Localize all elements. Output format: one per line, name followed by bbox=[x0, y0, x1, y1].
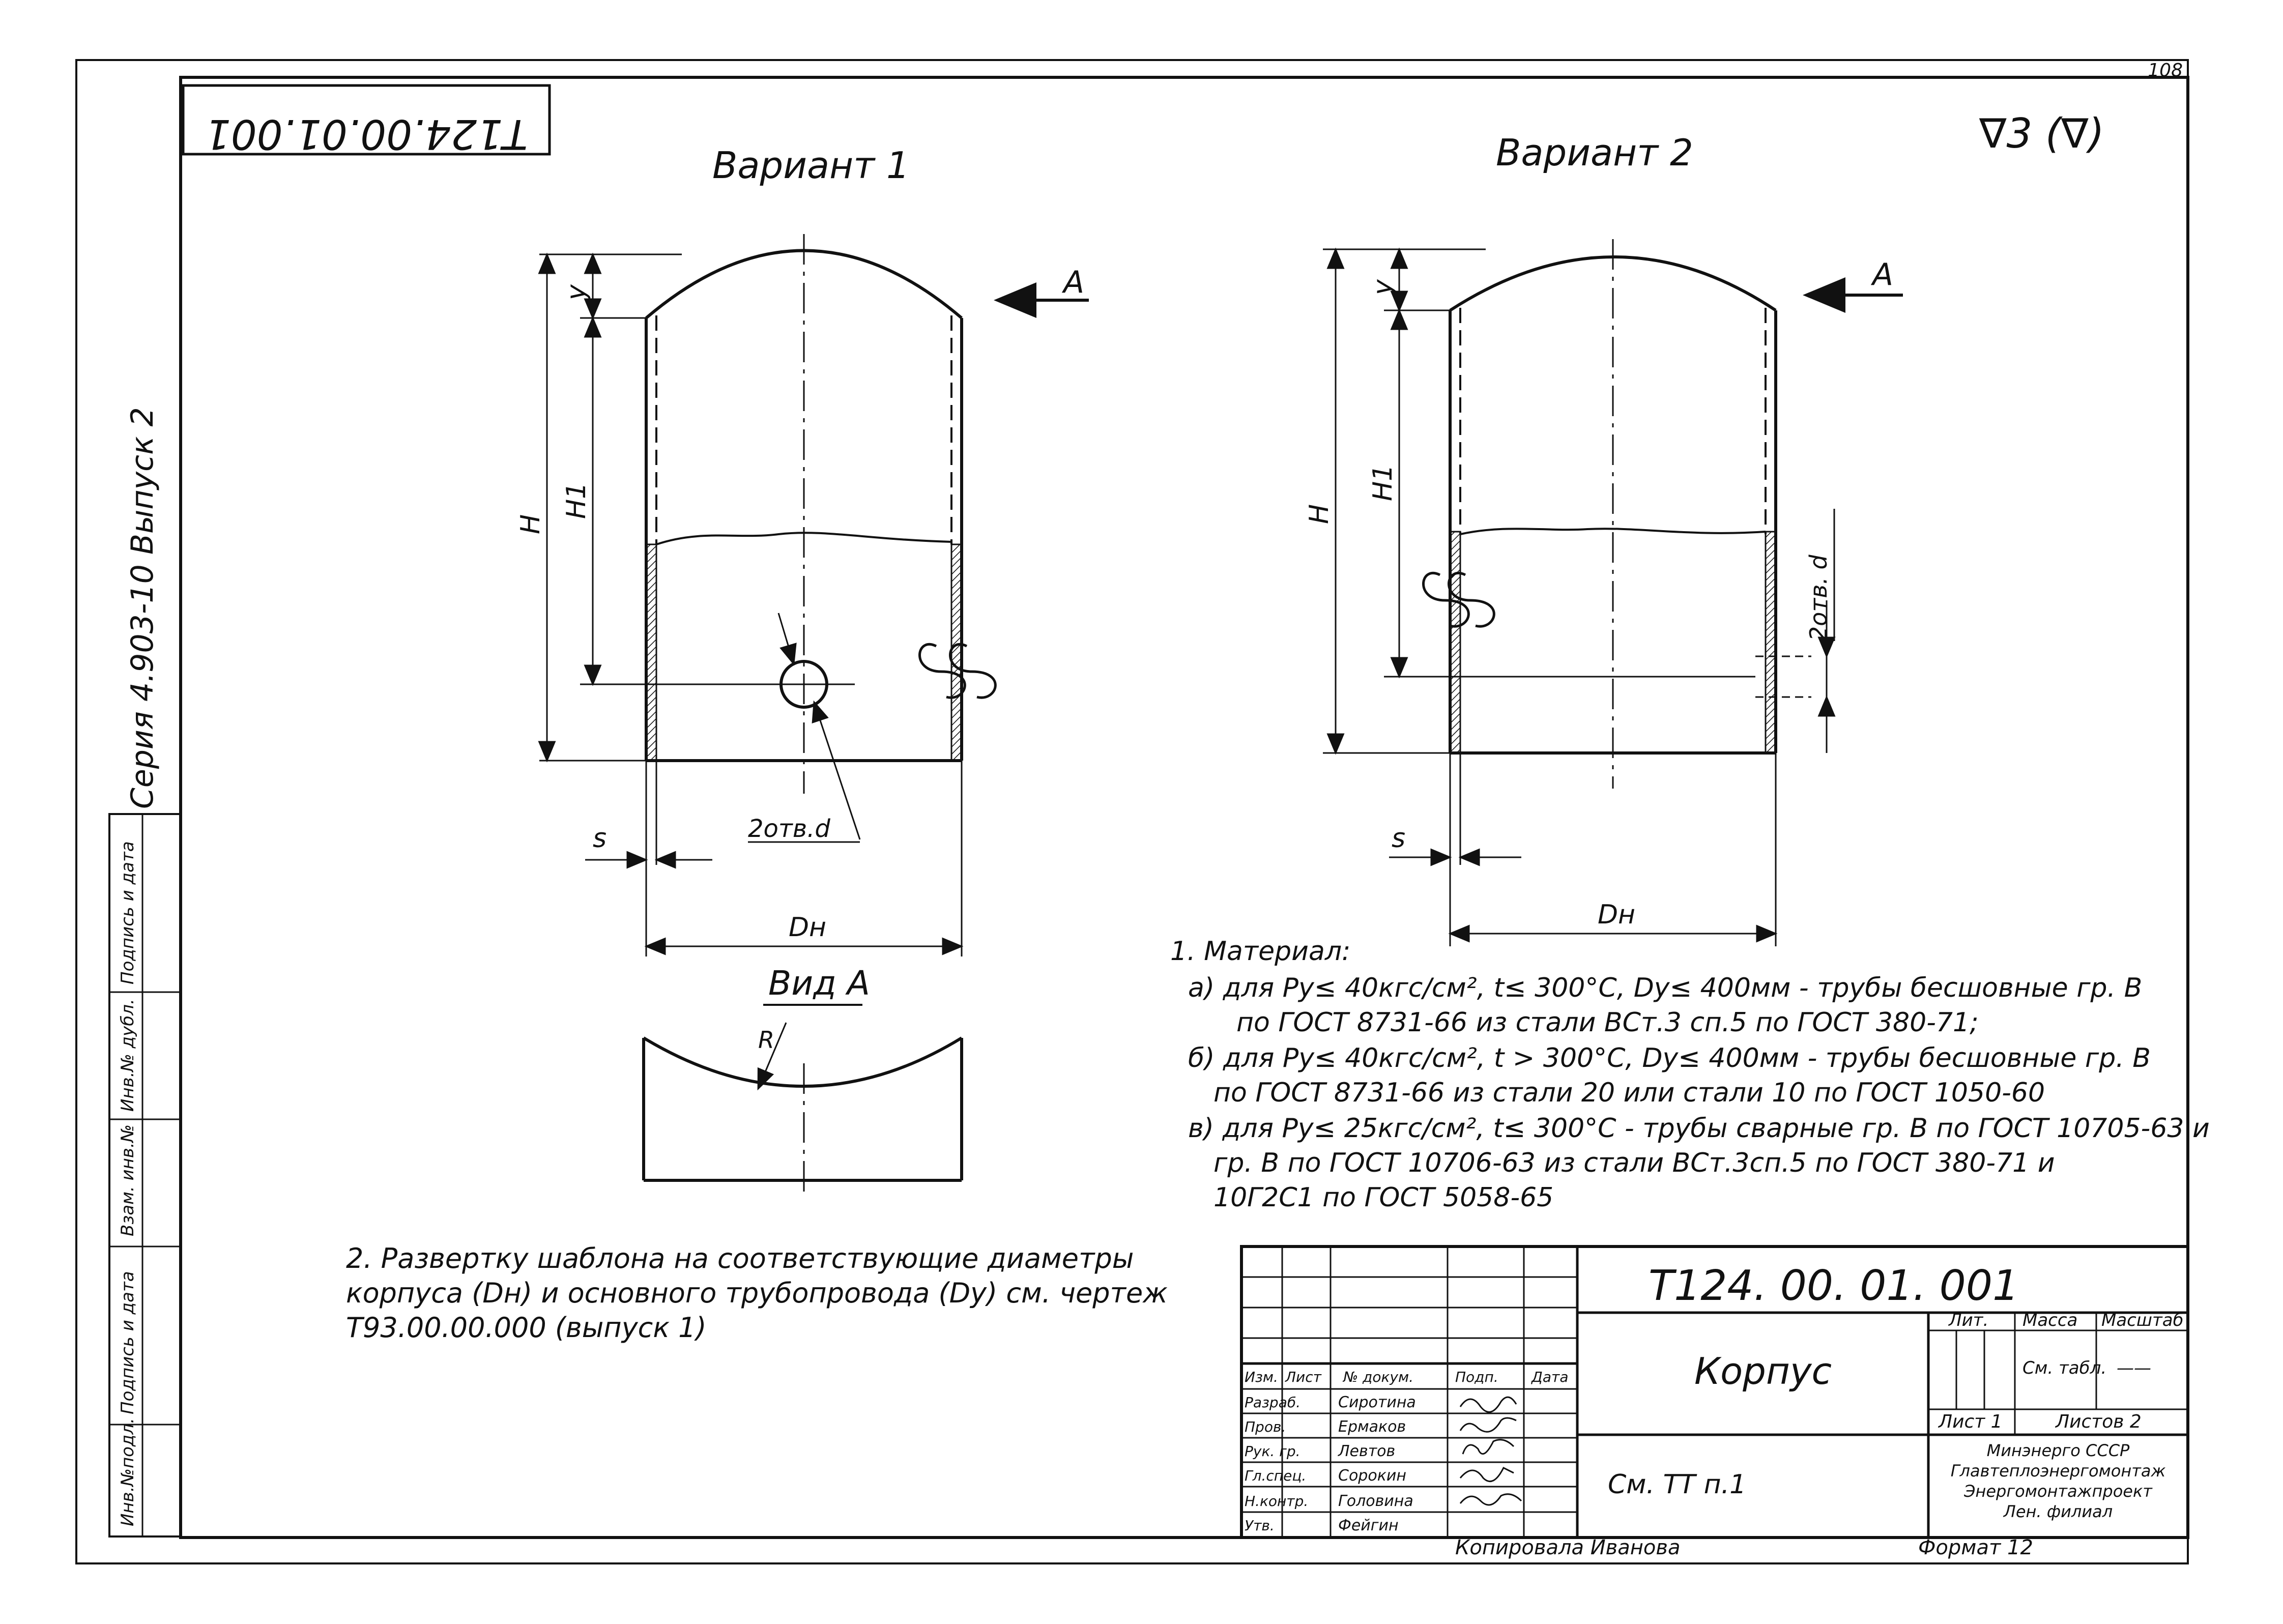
role-1: Разраб. bbox=[1245, 1394, 1301, 1411]
name-2: Ермаков bbox=[1338, 1418, 1406, 1436]
v1-dim-H1: H1 bbox=[561, 482, 592, 519]
material-note-c: в) для Py≤ 25кгс/см², t≤ 300°С - трубы с… bbox=[1188, 1113, 2210, 1144]
material-note-heading: 1. Материал: bbox=[1170, 936, 1351, 967]
reference-note: См. ТТ п.1 bbox=[1608, 1469, 1746, 1500]
name-1: Сиротина bbox=[1338, 1394, 1416, 1411]
series-label: Серия 4.903-10 Выпуск 2 bbox=[125, 407, 160, 809]
title-block-texts: Т124. 00. 01. 001 Корпус См. ТТ п.1 Лит.… bbox=[1245, 1262, 2184, 1534]
name-6: Фейгин bbox=[1338, 1517, 1399, 1534]
v1-dim-s: s bbox=[593, 823, 606, 854]
org-line-1: Минэнерго СССР bbox=[1987, 1441, 2130, 1460]
hdr-mass: Масса bbox=[2022, 1310, 2077, 1330]
doc-code: Т124. 00. 01. 001 bbox=[1649, 1262, 2019, 1310]
format-label: Формат 12 bbox=[1918, 1536, 2033, 1559]
inner-frame bbox=[179, 76, 2189, 1539]
col-sign: Подп. bbox=[1455, 1369, 1498, 1385]
variant-1-drawing: Вариант 1 H H1 y А bbox=[515, 144, 1089, 956]
v1-view-arrow-label: А bbox=[1061, 265, 1084, 300]
org-line-2: Главтеплоэнергомонтаж bbox=[1951, 1461, 2166, 1481]
sheet-label: Лист 1 bbox=[1938, 1411, 2003, 1432]
org-line-4: Лен. филиал bbox=[2003, 1502, 2113, 1521]
view-a-dim-R: R bbox=[758, 1026, 774, 1054]
template-note: 2. Развертку шаблона на соответствующие … bbox=[346, 1241, 1186, 1345]
col-date: Дата bbox=[1530, 1369, 1569, 1385]
template-note-line-1: 2. Развертку шаблона на соответствующие … bbox=[346, 1242, 1134, 1274]
mass-value: См. табл. bbox=[2022, 1358, 2106, 1378]
side-stamp-col-2: Подпись и дата bbox=[118, 1271, 138, 1414]
scale-value: —— bbox=[2117, 1358, 2151, 1378]
v2-hole-label: 2отв. d bbox=[1805, 554, 1832, 641]
part-name: Корпус bbox=[1694, 1350, 1832, 1393]
copied-by: Копировала Иванова bbox=[1455, 1536, 1680, 1559]
col-doc: № докум. bbox=[1342, 1369, 1413, 1385]
template-note-line-3: Т93.00.00.000 (выпуск 1) bbox=[346, 1312, 707, 1344]
material-note-a: а) для Py≤ 40кгс/см², t≤ 300°С, Dy≤ 400м… bbox=[1188, 973, 2143, 1003]
variant-1-title: Вариант 1 bbox=[712, 144, 910, 187]
v2-dim-s: s bbox=[1392, 823, 1405, 854]
material-note-c-cont: гр. В по ГОСТ 10706-63 из стали ВСт.3сп.… bbox=[1213, 1148, 2055, 1178]
v2-dim-H: H bbox=[1304, 504, 1335, 524]
col-list: Лист bbox=[1285, 1369, 1322, 1385]
v2-dim-H1: H1 bbox=[1368, 465, 1398, 501]
role-3: Рук. гр. bbox=[1245, 1443, 1301, 1460]
org-line-3: Энергомонтажпроект bbox=[1963, 1482, 2153, 1501]
surface-finish-mark: ∇3 (∇) bbox=[1979, 110, 2104, 157]
role-2: Пров. bbox=[1245, 1418, 1286, 1435]
side-stamp-col-3: Взам. инв.№ bbox=[118, 1124, 138, 1236]
sheets-label: Листов 2 bbox=[2055, 1411, 2142, 1432]
variant-2-drawing: Вариант 2 H H1 y А bbox=[1304, 131, 1903, 946]
hdr-scale: Масштаб bbox=[2101, 1310, 2184, 1330]
v1-hole-label: 2отв.d bbox=[748, 815, 830, 843]
v2-dim-y: y bbox=[1368, 279, 1398, 296]
material-note-c-cont2: 10Г2С1 по ГОСТ 5058-65 bbox=[1213, 1182, 1554, 1213]
view-a-title: Вид А bbox=[768, 964, 870, 1003]
role-5: Н.контр. bbox=[1245, 1493, 1308, 1510]
role-4: Гл.спец. bbox=[1245, 1467, 1306, 1484]
material-note-b: б) для Py≤ 40кгс/см², t > 300°С, Dy≤ 400… bbox=[1188, 1043, 2151, 1074]
side-stamp-col-1: Инв.№подл. bbox=[118, 1418, 138, 1526]
name-3: Левтов bbox=[1338, 1442, 1395, 1460]
material-note-b-cont: по ГОСТ 8731-66 из стали 20 или стали 10… bbox=[1213, 1078, 2045, 1108]
side-stamp: Инв.№подл. Подпись и дата Взам. инв.№ Ин… bbox=[108, 813, 182, 1538]
variant-2-title: Вариант 2 bbox=[1496, 131, 1693, 174]
material-note-a-cont: по ГОСТ 8731-66 из стали ВСт.3 сп.5 по Г… bbox=[1236, 1007, 1979, 1038]
mirrored-code: Т124.00.01.001 bbox=[205, 110, 528, 158]
name-5: Головина bbox=[1338, 1492, 1413, 1510]
signatures bbox=[1459, 1396, 1522, 1506]
title-block bbox=[1240, 1245, 2189, 1539]
view-a-drawing: Вид А R bbox=[642, 964, 963, 1193]
role-6: Утв. bbox=[1245, 1517, 1275, 1534]
name-4: Сорокин bbox=[1338, 1467, 1406, 1485]
mirrored-code-box bbox=[182, 84, 551, 156]
v2-dim-Dn: Dн bbox=[1598, 900, 1635, 930]
template-note-line-2: корпуса (Dн) и основного трубопровода (D… bbox=[346, 1277, 1168, 1309]
v2-view-arrow-label: А bbox=[1870, 257, 1893, 293]
side-stamp-col-5: Подпись и дата bbox=[118, 841, 138, 984]
v1-dim-y: y bbox=[561, 284, 592, 301]
col-izm: Изм. bbox=[1245, 1369, 1278, 1385]
page-number: 108 bbox=[2148, 60, 2183, 81]
side-stamp-col-4: Инв.№ дубл. bbox=[118, 999, 138, 1112]
v1-dim-H: H bbox=[515, 514, 546, 534]
v1-dim-Dn: Dн bbox=[789, 912, 826, 943]
hdr-lit: Лит. bbox=[1948, 1310, 1988, 1330]
